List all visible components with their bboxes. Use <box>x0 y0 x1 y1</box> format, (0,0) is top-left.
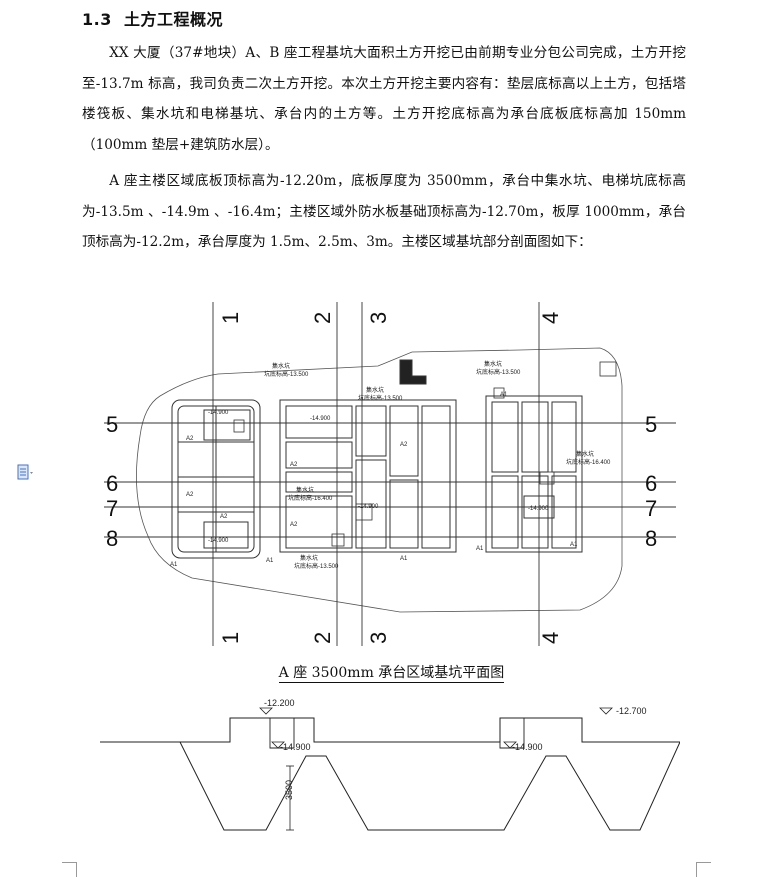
zone-label-9: A1 <box>400 556 408 562</box>
pit-elev-label-4: 坑底标高-16.400 <box>288 494 333 502</box>
axis-col-label-2-top: 2 <box>310 312 335 324</box>
right-pit-outline <box>499 718 525 749</box>
axis-col-label-1-top: 1 <box>218 312 243 324</box>
pit-elev-label-1: 坑底标高-13.500 <box>264 370 309 378</box>
axis-row-label-5-right: 5 <box>645 412 657 437</box>
zone-label-2: A2 <box>186 492 194 498</box>
excavation-outline <box>136 347 623 613</box>
zone-label-1: A2 <box>186 436 194 442</box>
pit-elev-label-2: 坑底标高-13.500 <box>358 394 403 402</box>
plan-caption-text: A 座 3500mm 承台区域基坑平面图 <box>278 665 505 683</box>
axis-col-label-3-top: 3 <box>366 312 391 324</box>
zone-label-11: A1 <box>500 392 508 398</box>
pit-elev-label-5: 坑底标高-16.400 <box>566 458 611 466</box>
axis-row-label-6-right: 6 <box>645 471 657 496</box>
zone-label-12: A1 <box>570 542 578 548</box>
pit-label-1: 集水坑 <box>272 362 290 370</box>
plan-elev-label-2: -14.900 <box>310 416 331 422</box>
zone-label-4: A2 <box>290 462 298 468</box>
zone-label-5: A2 <box>400 442 408 448</box>
zone-label-7: A1 <box>170 562 178 568</box>
page-corner-marker-right <box>696 862 711 877</box>
section-title: 土方工程概况 <box>123 10 223 29</box>
axis-row-label-7-left: 7 <box>106 496 118 521</box>
plan-caption: A 座 3500mm 承台区域基坑平面图 <box>0 662 783 683</box>
pit-elev-label-6: 坑底标高-13.500 <box>294 562 339 570</box>
axis-col-label-3-bottom: 3 <box>366 632 391 644</box>
zone-label-10: A1 <box>476 546 484 552</box>
excavation-bottom-profile <box>179 741 680 831</box>
zone-label-3: A2 <box>220 514 228 520</box>
plan-elev-label-5: -14.900 <box>208 538 229 544</box>
pit-section-drawing: -12.200 -12.700 -14.900 -14.900 3500 <box>100 698 680 831</box>
section-elev-pit-right: -14.900 <box>512 742 543 752</box>
section-number: 1.3 <box>82 10 112 29</box>
axis-col-label-4-top: 4 <box>538 312 563 324</box>
plan-elev-label-4: -14.900 <box>528 506 549 512</box>
axis-col-label-4-bottom: 4 <box>538 632 563 644</box>
section-heading: 1.3 土方工程概况 <box>82 6 223 30</box>
plan-elev-label-1: -14.900 <box>208 410 229 416</box>
zone-label-6: A2 <box>290 522 298 528</box>
pit-label-6: 集水坑 <box>300 554 318 562</box>
plan-elev-label-3: -14.900 <box>358 504 379 510</box>
pit-label-5: 集水坑 <box>576 450 594 458</box>
pit-label-2: 集水坑 <box>366 386 384 394</box>
axis-row-label-8-left: 8 <box>106 526 118 551</box>
section-elev-left: -12.200 <box>264 698 295 708</box>
document-icon[interactable] <box>16 464 34 482</box>
section-elev-pit-left: -14.900 <box>280 742 311 752</box>
axis-columns-grid <box>212 302 540 646</box>
section-elev-right: -12.700 <box>616 706 647 716</box>
left-pit-outline <box>269 718 295 749</box>
building-footprint <box>171 359 617 559</box>
pit-elev-label-3: 坑底标高-13.500 <box>476 368 521 376</box>
pit-plan-drawing: 1 2 3 4 1 2 3 4 5 6 7 8 5 6 7 8 <box>104 302 676 646</box>
paragraph-intro: XX 大厦（37#地块）A、B 座工程基坑大面积土方开挖已由前期专业分包公司完成… <box>82 45 686 153</box>
axis-col-label-1-bottom: 1 <box>218 632 243 644</box>
pit-label-3: 集水坑 <box>484 360 502 368</box>
slab-top-profile <box>100 717 680 743</box>
axis-row-label-7-right: 7 <box>645 496 657 521</box>
axis-row-label-6-left: 6 <box>106 471 118 496</box>
pit-label-4: 集水坑 <box>296 486 314 494</box>
axis-row-label-8-right: 8 <box>645 526 657 551</box>
axis-row-label-5-left: 5 <box>106 412 118 437</box>
section-dim-thickness: 3500 <box>284 780 294 800</box>
page-corner-marker-left <box>62 862 77 877</box>
axis-col-label-2-bottom: 2 <box>310 632 335 644</box>
paragraph-elevations: A 座主楼区域底板顶标高为-12.20m，底板厚度为 3500mm，承台中集水坑… <box>82 173 686 250</box>
zone-label-8: A1 <box>266 558 274 564</box>
